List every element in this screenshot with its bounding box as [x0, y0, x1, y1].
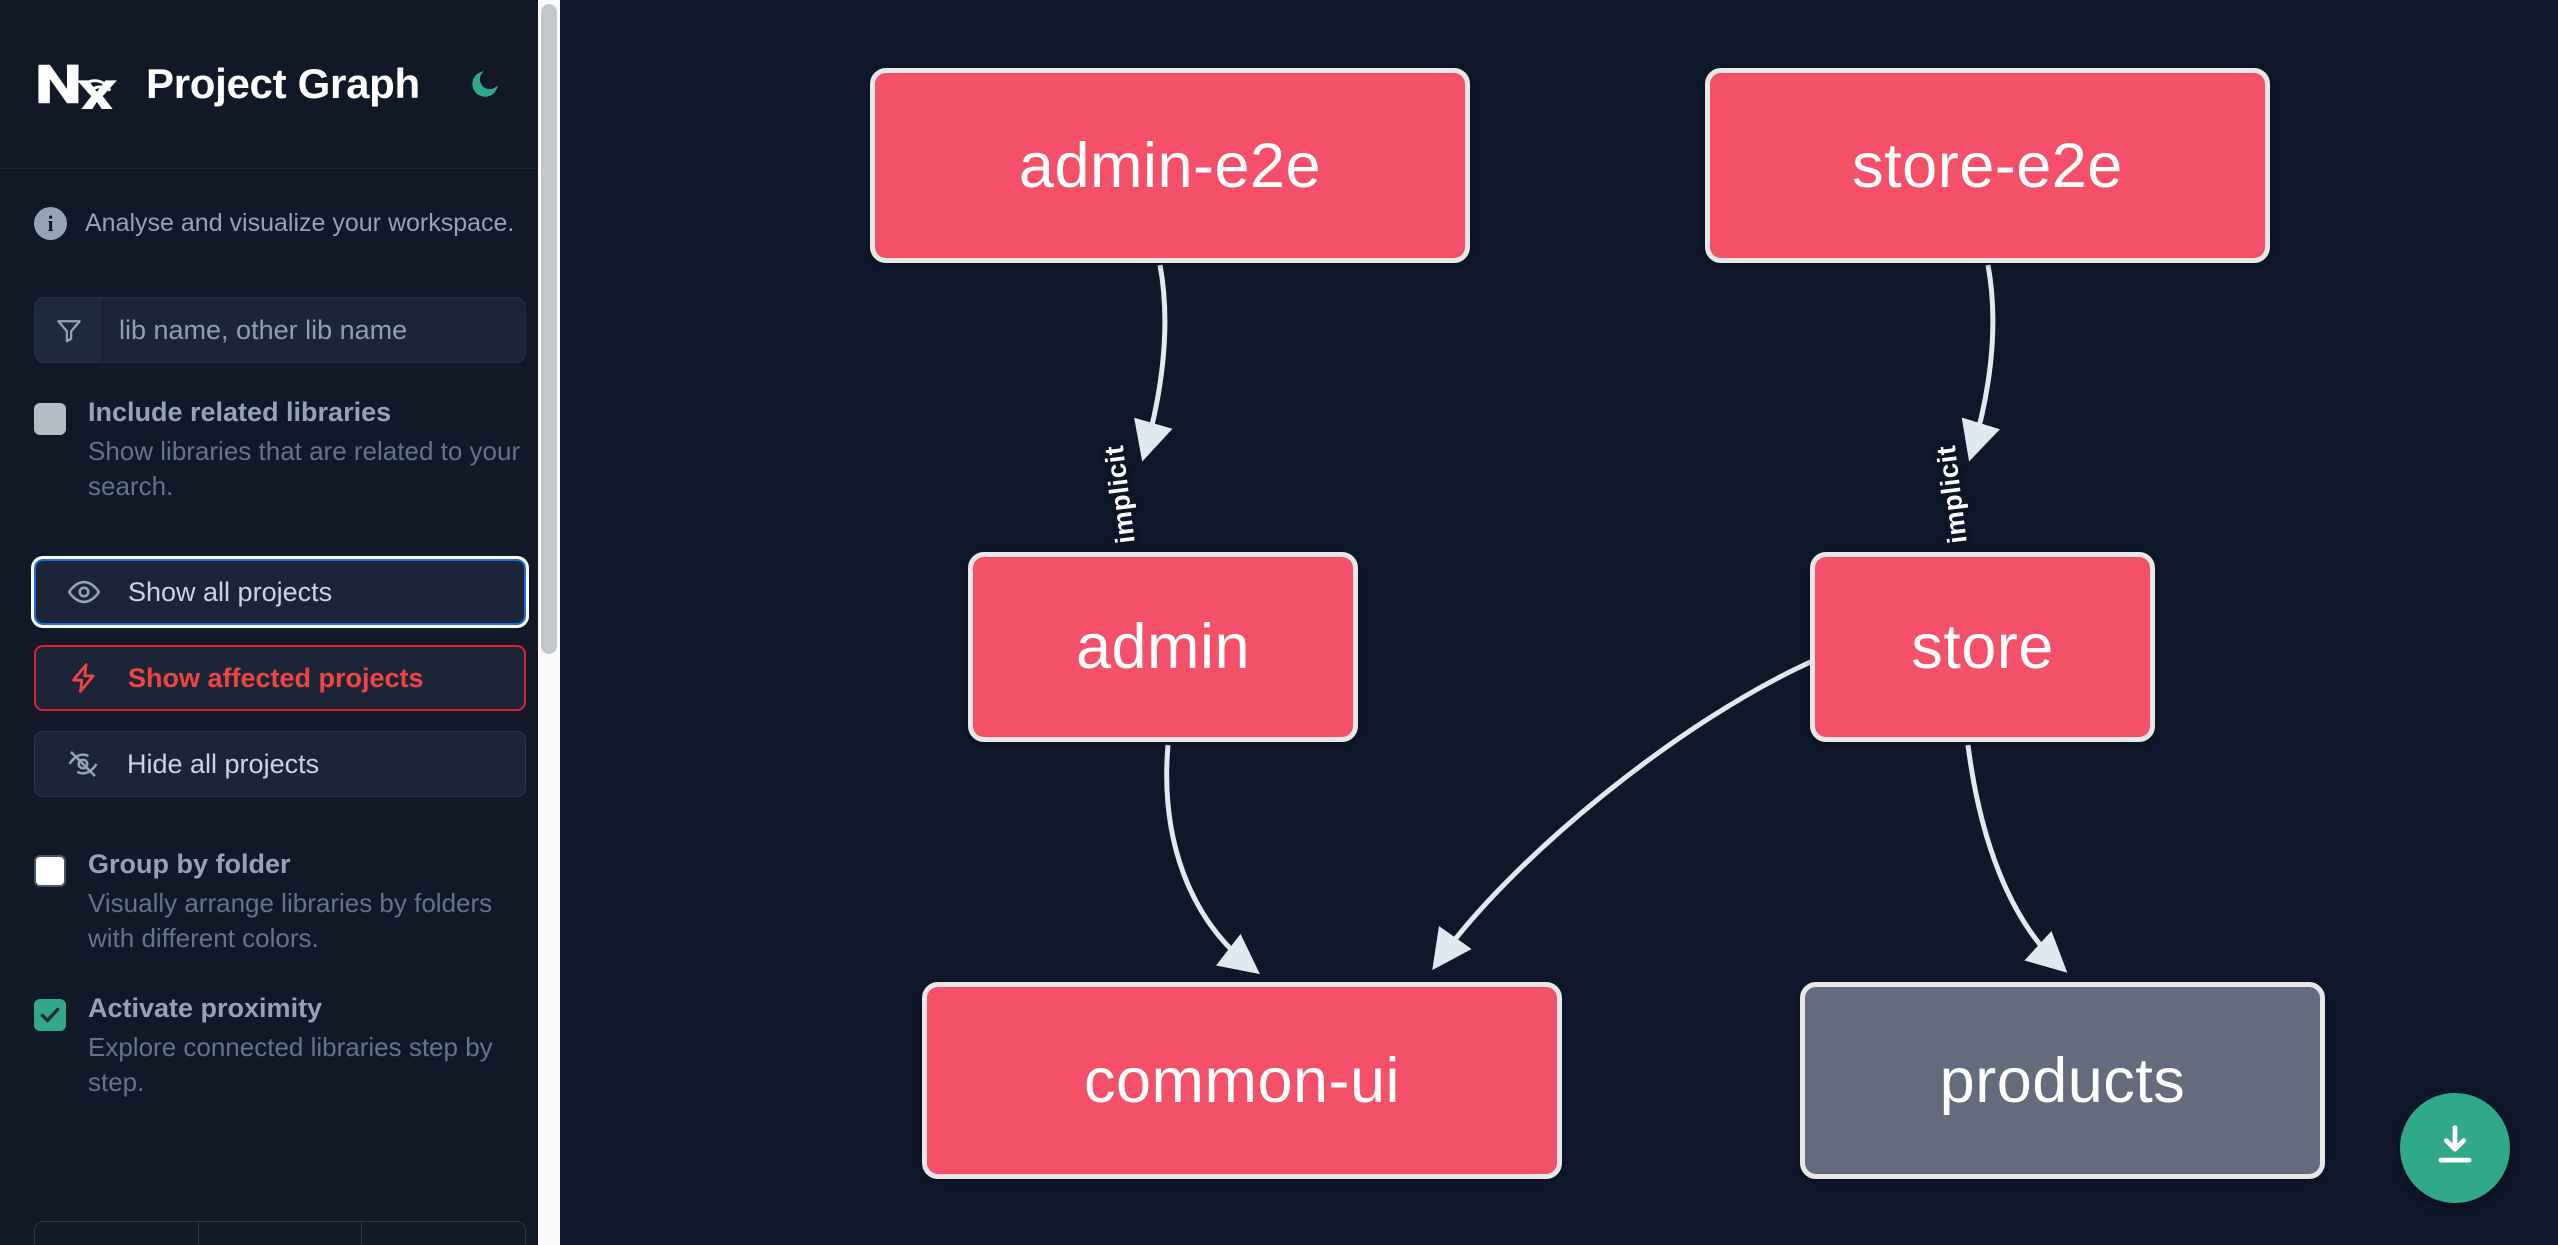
sidebar-scrollbar[interactable]: [538, 0, 560, 1245]
activate-proximity-label: Activate proximity: [88, 993, 323, 1024]
eye-icon: [66, 574, 102, 610]
group-by-folder-description: Visually arrange libraries by folders wi…: [88, 888, 493, 953]
info-icon: i: [34, 207, 67, 240]
proximity-segment-2[interactable]: [199, 1222, 363, 1245]
hide-all-projects-label: Hide all projects: [127, 748, 320, 779]
option-include-related-libraries[interactable]: Include related libraries Show libraries…: [34, 397, 526, 503]
moon-icon[interactable]: [464, 63, 506, 105]
edge-admin-common-ui: [1164, 744, 1260, 975]
show-affected-projects-label: Show affected projects: [128, 662, 424, 693]
search-input[interactable]: [103, 298, 525, 362]
tagline-text: Analyse and visualize your workspace.: [85, 209, 515, 237]
proximity-segmented-control[interactable]: [34, 1221, 526, 1245]
include-related-libraries-checkbox[interactable]: [34, 403, 66, 435]
search-field[interactable]: [34, 297, 526, 363]
include-related-libraries-label: Include related libraries: [88, 397, 392, 427]
proximity-segment-3[interactable]: [362, 1222, 525, 1245]
tagline: i Analyse and visualize your workspace.: [0, 169, 560, 240]
edge-admin-e2e-admin: [1134, 264, 1173, 462]
show-affected-projects-button[interactable]: Show affected projects: [34, 645, 526, 712]
graph-canvas[interactable]: admin-e2e store-e2e admin store common-u…: [560, 0, 2558, 1245]
graph-node-admin-e2e[interactable]: admin-e2e: [870, 68, 1470, 263]
show-all-projects-button[interactable]: Show all projects: [34, 559, 526, 626]
sidebar: Project Graph i Analyse and visualize yo…: [0, 0, 560, 1245]
include-related-libraries-description: Show libraries that are related to your …: [88, 436, 521, 501]
eye-off-icon: [65, 746, 101, 782]
show-all-projects-label: Show all projects: [128, 576, 333, 607]
group-by-folder-label: Group by folder: [88, 849, 291, 880]
group-by-folder-checkbox[interactable]: [34, 855, 66, 888]
download-icon: [2429, 1120, 2481, 1177]
project-visibility-buttons: Show all projects Show affected projects: [34, 559, 526, 798]
graph-node-admin[interactable]: admin: [968, 552, 1358, 742]
edge-store-products: [1965, 744, 2068, 973]
download-graph-button[interactable]: [2400, 1093, 2510, 1203]
edge-store-e2e-store: [1961, 264, 2000, 462]
option-group-by-folder[interactable]: Group by folder Visually arrange librari…: [34, 849, 526, 955]
graph-node-store[interactable]: store: [1810, 552, 2155, 742]
filter-icon: [35, 298, 103, 362]
activate-proximity-description: Explore connected libraries step by step…: [88, 1032, 493, 1098]
edge-store-common-ui: [1432, 657, 1817, 971]
graph-node-products[interactable]: products: [1800, 982, 2325, 1179]
sidebar-scrollbar-thumb[interactable]: [541, 4, 557, 654]
hide-all-projects-button[interactable]: Hide all projects: [34, 731, 526, 798]
sidebar-header: Project Graph: [0, 0, 560, 169]
graph-node-store-e2e[interactable]: store-e2e: [1705, 68, 2270, 263]
graph-edges: [1134, 264, 2068, 975]
nx-logo-icon: [34, 59, 120, 115]
option-activate-proximity[interactable]: Activate proximity Explore connected lib…: [34, 993, 526, 1099]
activate-proximity-checkbox[interactable]: [34, 999, 66, 1032]
graph-node-common-ui[interactable]: common-ui: [922, 982, 1562, 1179]
lightning-icon: [66, 660, 102, 696]
proximity-segment-1[interactable]: [35, 1222, 199, 1245]
page-title: Project Graph: [146, 60, 420, 107]
